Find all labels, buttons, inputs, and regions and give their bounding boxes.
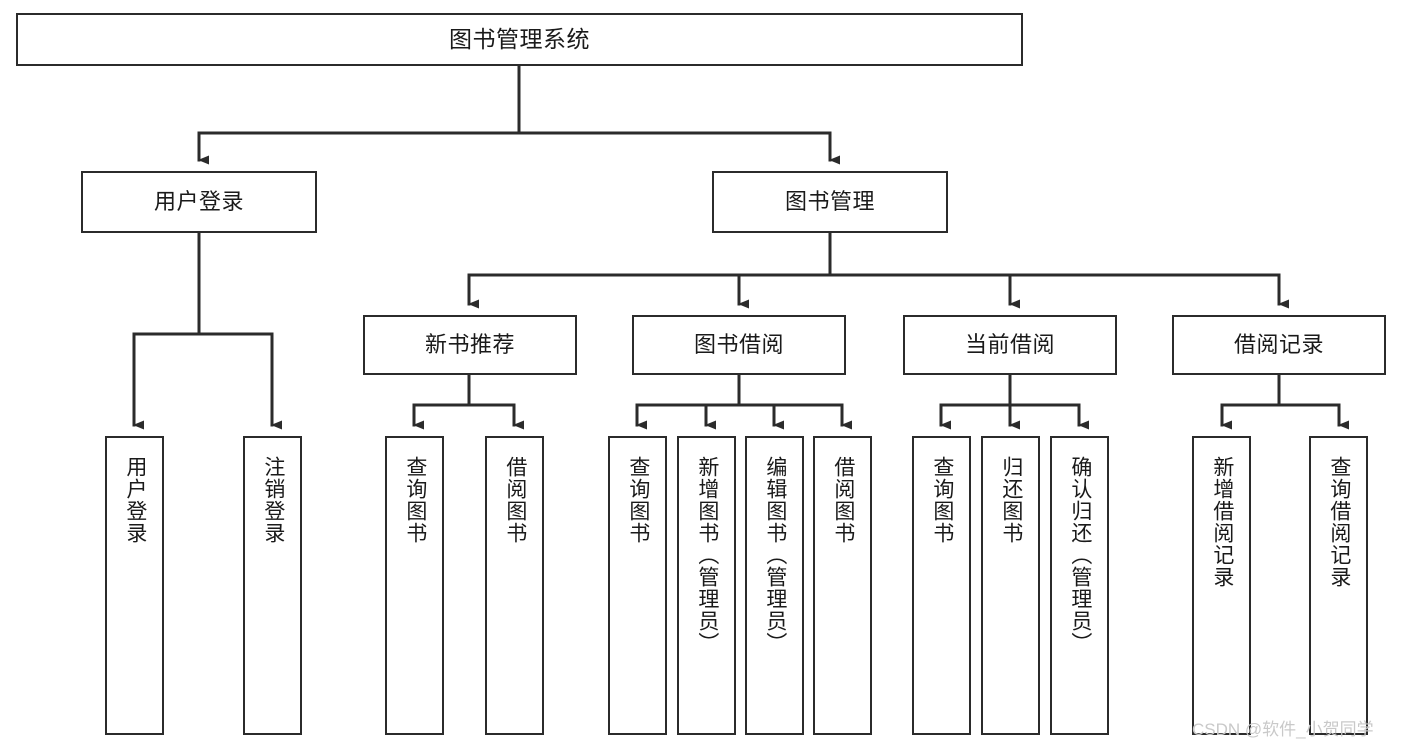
leaf-current-borrow-query-book[interactable]: 查询图书 bbox=[912, 436, 971, 735]
node-label: 新增借阅记录 bbox=[1210, 456, 1234, 588]
node-label: 借阅图书 bbox=[503, 456, 527, 544]
leaf-user-login-login[interactable]: 用户登录 bbox=[105, 436, 164, 735]
node-label: 编辑图书（管理员） bbox=[763, 456, 787, 654]
node-current-borrowing[interactable]: 当前借阅 bbox=[903, 315, 1117, 375]
node-user-login[interactable]: 用户登录 bbox=[81, 171, 317, 233]
leaf-current-borrow-return-book[interactable]: 归还图书 bbox=[981, 436, 1040, 735]
node-label: 图书借阅 bbox=[693, 332, 784, 358]
connectors-root-to-level2 bbox=[197, 64, 840, 165]
node-label: 用户登录 bbox=[153, 189, 244, 215]
leaf-user-login-logout[interactable]: 注销登录 bbox=[243, 436, 302, 735]
leaf-new-book-borrow-book[interactable]: 借阅图书 bbox=[485, 436, 544, 735]
connectors-bookborrow-to-leaves bbox=[635, 373, 852, 430]
leaf-book-borrow-edit-book-admin[interactable]: 编辑图书（管理员） bbox=[745, 436, 804, 735]
node-book-borrowing[interactable]: 图书借阅 bbox=[632, 315, 846, 375]
node-borrowing-record[interactable]: 借阅记录 bbox=[1172, 315, 1386, 375]
node-label: 新书推荐 bbox=[424, 332, 515, 358]
connectors-borrowrecord-to-leaves bbox=[1220, 373, 1349, 430]
connectors-newbook-to-leaves bbox=[412, 373, 524, 430]
node-root-book-management-system[interactable]: 图书管理系统 bbox=[16, 13, 1023, 66]
node-label: 图书管理系统 bbox=[449, 25, 590, 52]
leaf-book-borrow-add-book-admin[interactable]: 新增图书（管理员） bbox=[677, 436, 736, 735]
node-label: 查询借阅记录 bbox=[1327, 456, 1351, 588]
node-label: 借阅图书 bbox=[831, 456, 855, 544]
node-label: 当前借阅 bbox=[964, 332, 1055, 358]
node-book-management[interactable]: 图书管理 bbox=[712, 171, 948, 233]
node-label: 用户登录 bbox=[123, 456, 147, 544]
node-label: 查询图书 bbox=[930, 456, 954, 544]
node-label: 借阅记录 bbox=[1233, 332, 1324, 358]
leaf-current-borrow-confirm-return-admin[interactable]: 确认归还（管理员） bbox=[1050, 436, 1109, 735]
node-label: 注销登录 bbox=[261, 456, 285, 544]
connectors-bookmgmt-to-level3 bbox=[467, 231, 1289, 309]
node-label: 查询图书 bbox=[626, 456, 650, 544]
leaf-book-borrow-borrow-book[interactable]: 借阅图书 bbox=[813, 436, 872, 735]
node-label: 查询图书 bbox=[403, 456, 427, 544]
node-label: 图书管理 bbox=[784, 189, 875, 215]
connectors-currentborrow-to-leaves bbox=[939, 373, 1089, 430]
leaf-new-book-query-book[interactable]: 查询图书 bbox=[385, 436, 444, 735]
node-label: 归还图书 bbox=[999, 456, 1023, 544]
node-label: 新增图书（管理员） bbox=[695, 456, 719, 654]
node-new-book-recommendation[interactable]: 新书推荐 bbox=[363, 315, 577, 375]
leaf-borrow-record-add-record[interactable]: 新增借阅记录 bbox=[1192, 436, 1251, 735]
node-label: 确认归还（管理员） bbox=[1068, 456, 1092, 654]
leaf-borrow-record-query-record[interactable]: 查询借阅记录 bbox=[1309, 436, 1368, 735]
connectors-userlogin-to-leaves bbox=[132, 231, 282, 430]
leaf-book-borrow-query-book[interactable]: 查询图书 bbox=[608, 436, 667, 735]
